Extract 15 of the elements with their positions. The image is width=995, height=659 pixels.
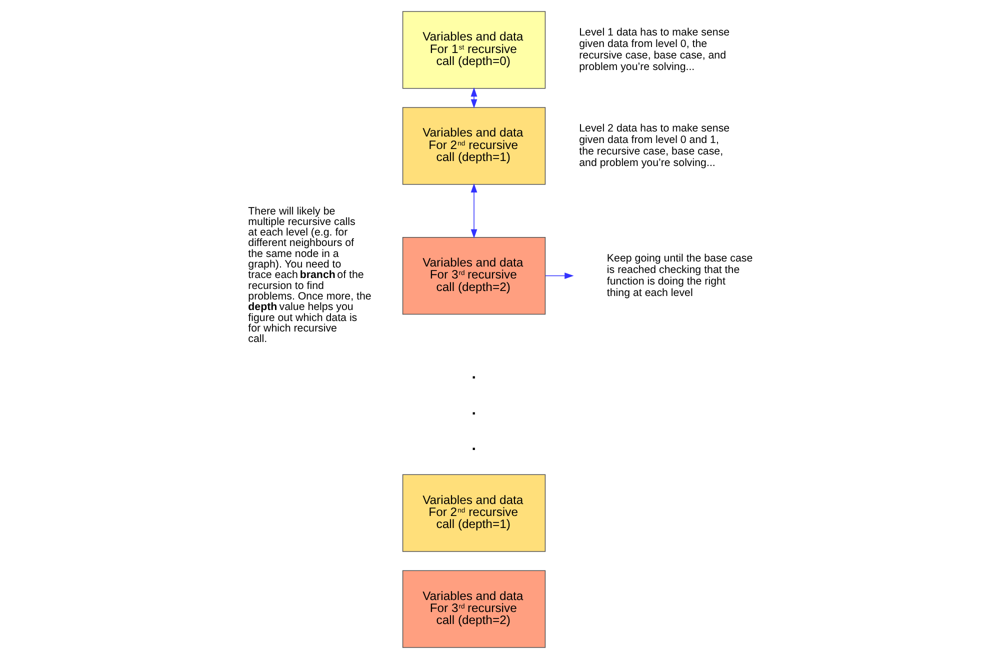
label: There will likely be multiple recursive calls at each level (e.g. for different neighbours of the same node in a graph). You need to trace each branch of the recursion to find problems. Once more, the depth value helps you figure out which data is for which recursive call. (248, 205, 371, 346)
label: . (471, 437, 476, 454)
node-box: Variables and data For 2$^{nd}$ recursive call (depth=1) (402, 474, 546, 552)
node-box: Variables and data For 3$^{rd}$ recursive call (depth=2) (402, 236, 546, 315)
label: Level 1 data has to make sense given data from level 0, the recursive case, base case, and problem you’re solving... (578, 26, 730, 73)
node-box: Variables and data For 1$^{st}$ recursive call (depth=0) (402, 11, 546, 89)
label: . (471, 401, 476, 418)
arrow (470, 183, 477, 238)
arrow (544, 272, 574, 279)
node-box: Variables and data For 2$^{nd}$ recursive call (depth=1) (402, 107, 546, 185)
arrow (470, 87, 477, 108)
node-box: Variables and data For 3$^{rd}$ recursive call (depth=2) (402, 570, 546, 648)
label: Level 2 data has to make sense given data from level 0 and 1, the recursive case, base case, and problem you’re solving... (578, 122, 730, 169)
label: . (471, 366, 476, 383)
label: Keep going until the base case is reached checking that the function is doing the right thing at each level (606, 252, 752, 299)
